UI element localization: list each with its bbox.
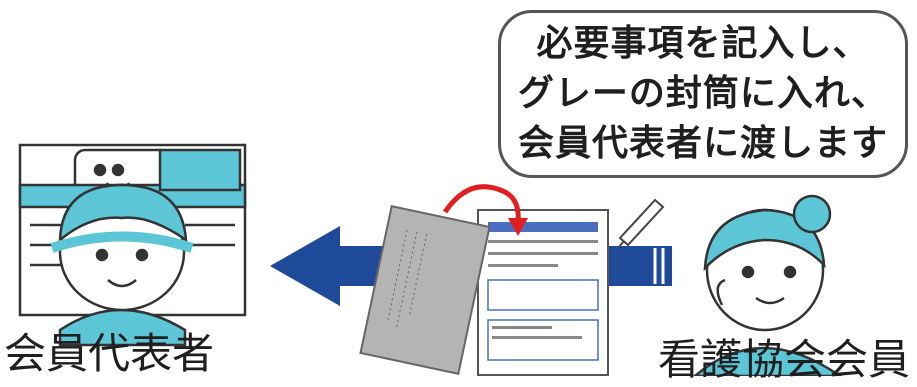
speech-bubble: 必要事項を記入し、 グレーの封筒に入れ、 会員代表者に渡します [498,10,908,178]
speech-bubble-line-1: 必要事項を記入し、 [536,23,870,64]
illustration-layer: 病院 [18,143,844,378]
diagram-canvas: 病院 [4,10,910,384]
envelope-icon [359,205,491,375]
document-form-icon [477,209,609,376]
member-rep-label: 会員代表者 [4,329,215,378]
speech-bubble-line-2: グレーの封筒に入れ、 [517,73,889,114]
pen-icon [617,198,665,249]
member-rep-figure [50,183,194,347]
nurse-figure [691,194,844,378]
speech-bubble-line-3: 会員代表者に渡します [517,123,888,164]
flip-arrow-icon [442,184,528,236]
nurse-member-label: 看護協会会員 [658,335,911,384]
